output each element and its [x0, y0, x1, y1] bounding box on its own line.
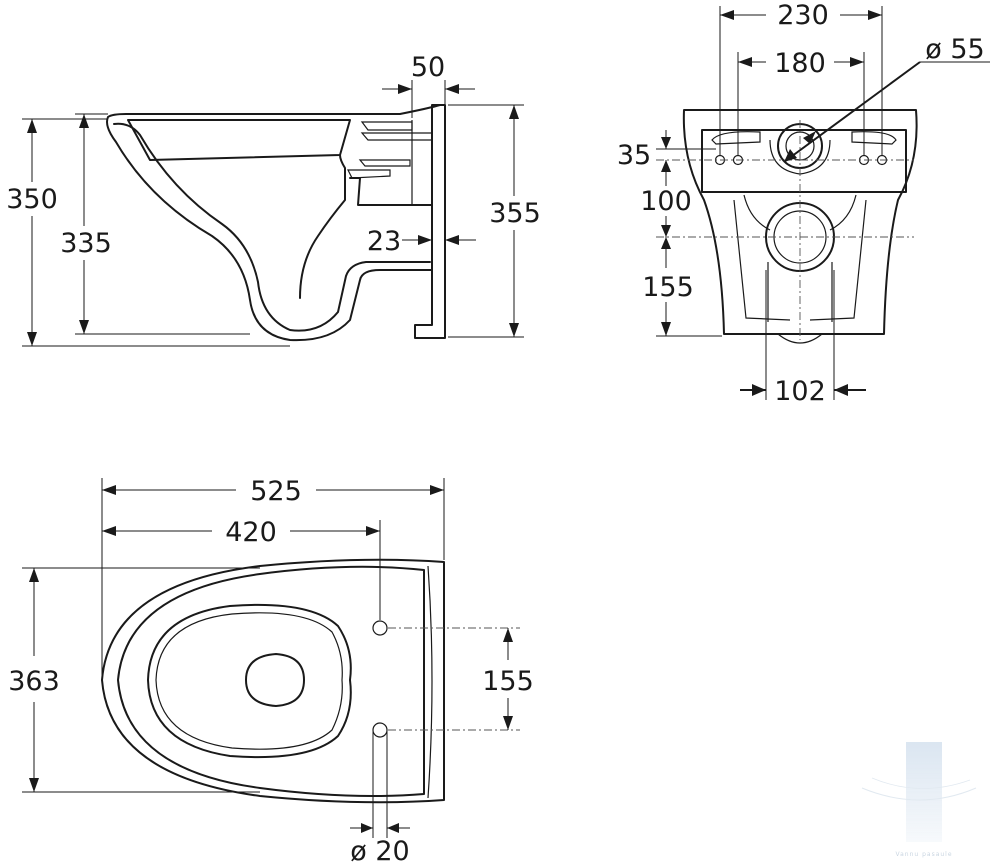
watermark-logo: Vannu pasaule	[861, 742, 977, 858]
back-view: 230 180 ø 55 35 100 155	[617, 0, 990, 407]
top-outline	[101, 558, 445, 804]
side-bowl-inner	[113, 122, 431, 332]
dim-side-height-total: 350	[6, 184, 58, 215]
arrow	[503, 628, 513, 642]
dim-back-inlet-to-outlet: 100	[640, 186, 692, 217]
top-view: 525 420 363 155 ø 20	[8, 476, 534, 864]
dim-side-height-back: 355	[489, 198, 541, 229]
dim-top-hole-spacing: 155	[482, 666, 534, 697]
side-view: 350 335 50 23 355	[4, 52, 544, 347]
top-seat-inner	[155, 612, 343, 750]
watermark-arc	[871, 777, 971, 789]
arrow	[661, 322, 671, 336]
watermark-text: Vannu pasaule	[895, 851, 952, 858]
arrow	[445, 235, 459, 245]
arrow	[509, 105, 519, 119]
side-wall-plate	[414, 104, 446, 339]
top-mount-hole	[372, 722, 388, 738]
dim-top-length-total: 525	[250, 476, 302, 507]
arrow	[29, 778, 39, 792]
top-rim	[117, 565, 425, 797]
arrow	[752, 384, 766, 396]
arrow	[661, 225, 671, 237]
label-bg	[58, 226, 114, 260]
arrow	[661, 237, 671, 249]
dim-back-bolt-inner: 180	[774, 48, 826, 79]
arrow	[79, 114, 89, 128]
dim-top-width: 363	[8, 666, 60, 697]
arrow	[784, 149, 797, 162]
arrow	[387, 823, 399, 833]
back-outline	[682, 109, 918, 335]
arrow	[445, 84, 459, 94]
dim-side-height-bowl: 335	[60, 228, 112, 259]
dim-back-inlet-diameter: ø 55	[925, 34, 984, 65]
dim-top-hole-diameter: ø 20	[350, 836, 409, 864]
dim-top-length-holes: 420	[225, 517, 277, 548]
arrow	[738, 57, 752, 67]
arrow	[29, 568, 39, 582]
arrow	[803, 131, 816, 144]
arrow	[661, 137, 671, 149]
label-bg	[4, 182, 60, 216]
watermark-arc	[861, 787, 977, 801]
top-drain	[245, 653, 305, 707]
back-inner-cavity	[733, 199, 867, 321]
top-back-edge	[427, 565, 433, 799]
dim-side-top-offset: 50	[411, 52, 445, 83]
arrow	[418, 235, 432, 245]
arrow	[27, 119, 37, 133]
arrow	[398, 84, 412, 94]
arrow	[503, 716, 513, 730]
back-mount-plate	[701, 129, 907, 193]
arrow	[27, 332, 37, 346]
side-bowl-outline	[106, 104, 441, 342]
side-bowl-basin	[127, 119, 351, 161]
dim-side-wall-depth: 23	[367, 226, 401, 257]
dim-back-bolt-offset: 35	[617, 140, 651, 171]
arrow	[79, 320, 89, 334]
leader-line-55	[783, 61, 921, 163]
dim-back-outlet-height: 155	[642, 272, 694, 303]
arrow	[868, 10, 882, 20]
arrow	[361, 823, 373, 833]
arrow	[102, 485, 116, 495]
arrow	[661, 160, 671, 172]
arrow	[430, 485, 444, 495]
arrow	[834, 384, 848, 396]
arrow	[720, 10, 734, 20]
back-outlet-bottom	[777, 333, 823, 344]
label-bg	[486, 196, 544, 230]
dim-back-outlet-width: 102	[774, 376, 826, 407]
top-mount-hole	[372, 620, 388, 636]
side-flush-pipe	[347, 121, 433, 179]
top-seat-opening	[147, 603, 352, 759]
back-outlet-sides	[767, 262, 833, 322]
arrow	[102, 526, 116, 536]
arrow	[366, 526, 380, 536]
watermark-bar	[906, 742, 942, 842]
arrow	[850, 57, 864, 67]
dim-back-bolt-outer: 230	[777, 0, 829, 31]
arrow	[509, 323, 519, 337]
